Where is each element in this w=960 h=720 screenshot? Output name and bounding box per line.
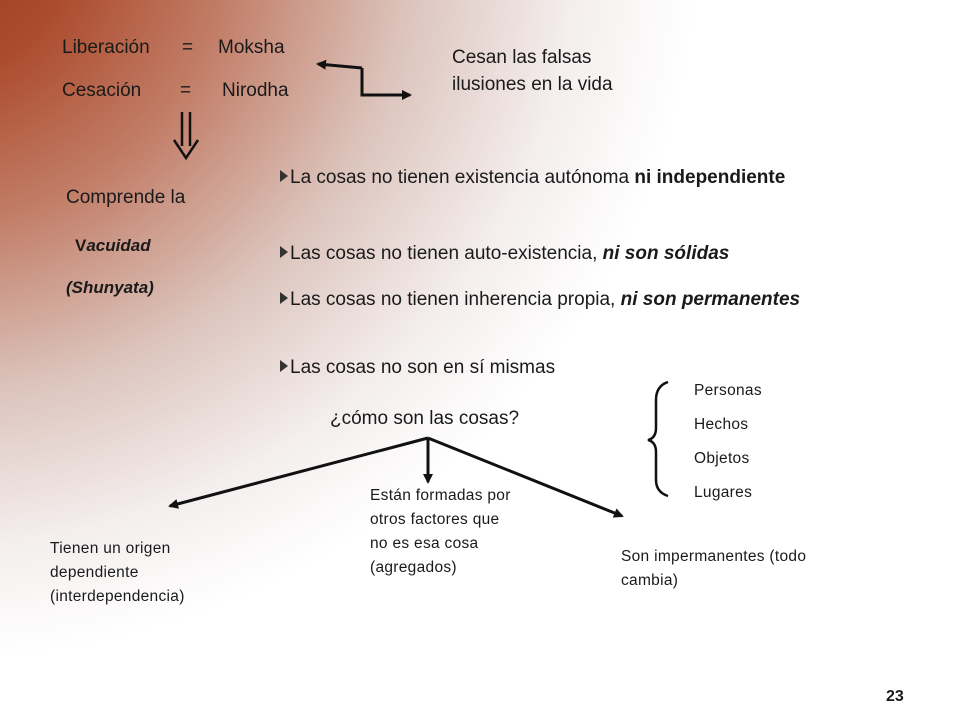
shunyata-label: (Shunyata): [66, 278, 154, 297]
example-item: Objetos: [694, 450, 750, 467]
page-number: 23: [886, 688, 904, 705]
liberacion-label: Liberación: [62, 37, 150, 58]
elbow-arrow: [316, 59, 412, 100]
branch-left-text: Tienen un origen dependiente (interdepen…: [50, 540, 185, 605]
double-down-arrow-icon: [172, 112, 200, 161]
curly-brace: [647, 380, 669, 498]
cesan-text: Cesan las falsas ilusiones en la vida: [452, 47, 613, 95]
moksha-label: Moksha: [218, 37, 285, 58]
branch-right-text: Son impermanentes (todo cambia): [621, 548, 807, 589]
branch-middle-text: Están formadas por otros factores que no…: [370, 487, 511, 576]
example-item: Personas: [694, 382, 762, 399]
example-item: Lugares: [694, 484, 753, 501]
bullet-arrow-icon: [280, 246, 288, 258]
nirodha-label: Nirodha: [222, 80, 289, 101]
branch-arrows: [168, 436, 624, 518]
bullet-arrow-icon: [280, 292, 288, 304]
equals-sign: =: [182, 37, 194, 58]
equals-sign: =: [180, 80, 192, 101]
cesacion-label: Cesación: [62, 80, 142, 101]
example-item: Hechos: [694, 416, 749, 433]
bullet-3: Las cosas no tienen inherencia propia, n…: [280, 287, 840, 312]
bullet-2: Las cosas no tienen auto-existencia, ni …: [280, 241, 920, 266]
bullet-arrow-icon: [280, 170, 288, 182]
question-text: ¿cómo son las cosas?: [330, 408, 520, 429]
vacuidad-label: Vacuidad: [75, 236, 151, 255]
bullet-1: La cosas no tienen existencia autónoma n…: [280, 165, 900, 190]
comprende-label: Comprende la: [66, 187, 186, 208]
bullet-4: Las cosas no son en sí mismas: [280, 355, 840, 380]
bullet-arrow-icon: [280, 360, 288, 372]
